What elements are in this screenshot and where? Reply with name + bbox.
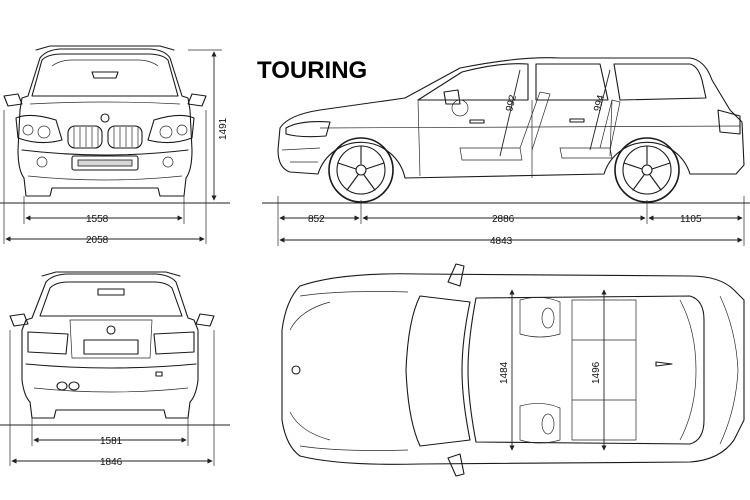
dim-rear-track: 1581 (100, 436, 123, 447)
front-view: 1491 1558 2058 (0, 45, 230, 246)
top-view: 1484 1496 (281, 263, 745, 477)
dim-rear-shoulder: 1496 (591, 361, 602, 384)
dim-rear-headroom: 994 (592, 93, 607, 112)
dim-rear-width: 1846 (100, 457, 123, 468)
dim-front-overhang: 852 (308, 214, 325, 225)
model-title: TOURING (257, 57, 367, 84)
dim-front-track: 1558 (86, 214, 109, 225)
dim-wheelbase: 2886 (492, 214, 515, 225)
dim-height: 1491 (218, 117, 229, 140)
rear-view: 1581 1846 (0, 271, 230, 468)
dim-front-width: 2058 (86, 235, 109, 246)
side-view: 992 994 852 2886 1105 4843 (262, 57, 750, 247)
dim-length: 4843 (490, 236, 513, 247)
dim-front-headroom: 992 (504, 93, 519, 112)
dim-front-shoulder: 1484 (499, 361, 510, 384)
dim-rear-overhang: 1105 (680, 214, 702, 225)
